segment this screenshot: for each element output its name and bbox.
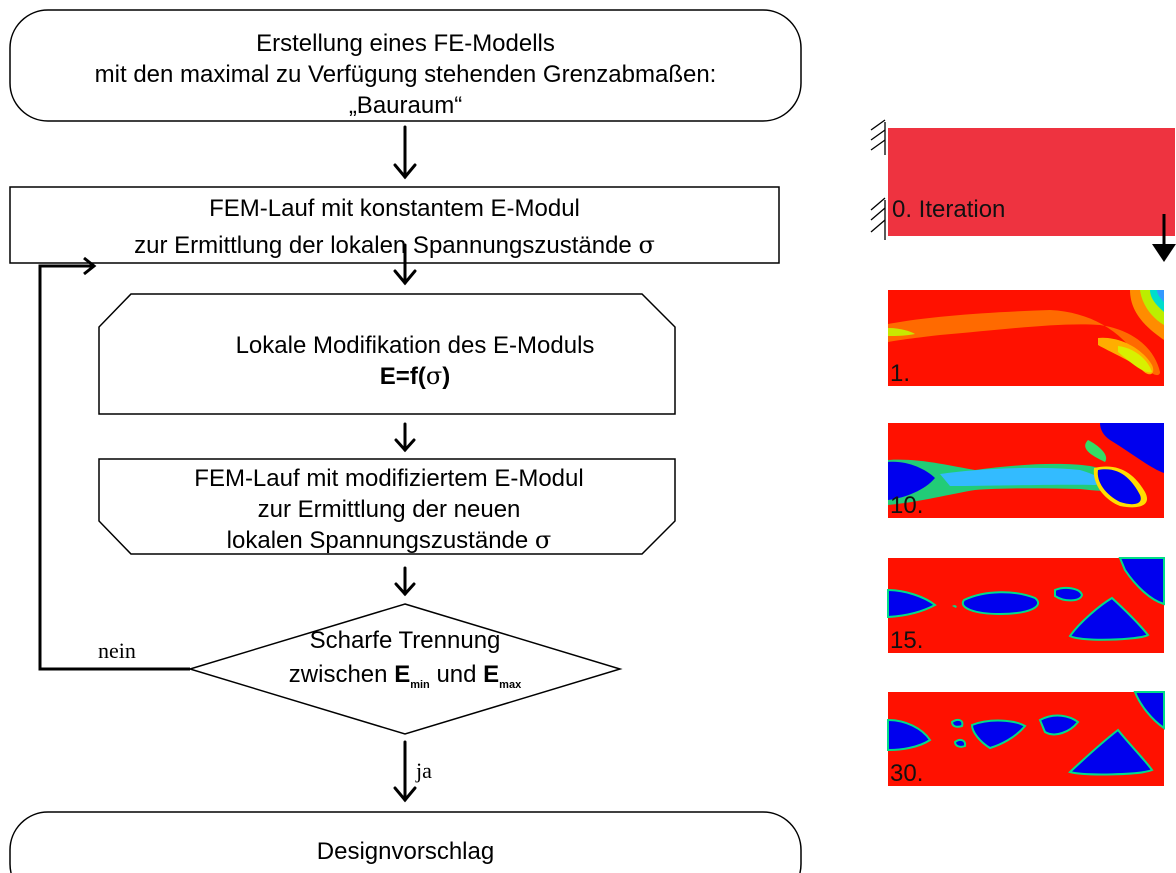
arrow-start-to-step1 bbox=[393, 125, 417, 180]
feedback-loop-arrow bbox=[38, 256, 190, 671]
loop-end-text: FEM-Lauf mit modifiziertem E-Modul zur E… bbox=[99, 463, 679, 556]
arrow-fem-to-decision bbox=[394, 566, 416, 597]
arrow-loop-to-fem bbox=[394, 422, 416, 453]
start-terminal-text: Erstellung eines FE-Modells mit den maxi… bbox=[10, 28, 801, 121]
iteration-30-image bbox=[887, 691, 1165, 786]
loop-end-line-3: lokalen Spannungszustände σ bbox=[226, 526, 552, 554]
iteration-10-label: 10. bbox=[890, 492, 924, 519]
arrow-decision-to-end bbox=[393, 740, 417, 803]
yes-label: ja bbox=[416, 758, 432, 783]
iteration-15-image bbox=[887, 557, 1165, 653]
arrow-step1-to-loop bbox=[393, 243, 417, 286]
step1-line-1: FEM-Lauf mit konstantem E-Modul bbox=[209, 195, 580, 222]
loop-end-box bbox=[98, 458, 676, 555]
design-domain bbox=[888, 128, 1175, 236]
iteration-0-label: 0. Iteration bbox=[892, 196, 1006, 223]
fixed-support-top-icon bbox=[870, 119, 886, 155]
start-line-2: mit den maximal zu Verfügung stehenden G… bbox=[94, 61, 717, 88]
start-terminal bbox=[9, 9, 802, 122]
iteration-1-image bbox=[888, 290, 1164, 386]
load-arrow-icon bbox=[1152, 214, 1176, 262]
iteration-15-label: 15. bbox=[890, 627, 924, 654]
decision-line-2: zwischen Emin und Emax bbox=[288, 661, 522, 691]
loop-start-line-1: Lokale Modifikation des E-Moduls bbox=[235, 332, 595, 359]
loop-start-text: Lokale Modifikation des E-Moduls E=f(σ) bbox=[125, 330, 705, 392]
decision-line-1: Scharfe Trennung bbox=[309, 627, 501, 654]
step1-line-2: zur Ermittlung der lokalen Spannungszust… bbox=[134, 231, 655, 259]
end-terminal bbox=[9, 811, 802, 873]
loop-start-formula: E=f(σ) bbox=[379, 362, 451, 390]
loop-start-box bbox=[98, 293, 676, 415]
no-label: nein bbox=[98, 638, 136, 663]
step1-text: FEM-Lauf mit konstantem E-Modul zur Ermi… bbox=[10, 191, 779, 264]
process-box-fem-constant bbox=[9, 186, 780, 264]
loop-end-line-1: FEM-Lauf mit modifiziertem E-Modul bbox=[194, 465, 584, 492]
fixed-support-bottom-icon bbox=[870, 197, 886, 240]
iteration-initial bbox=[870, 119, 1176, 262]
iteration-1-label: 1. bbox=[890, 360, 911, 387]
iteration-30-label: 30. bbox=[890, 760, 924, 787]
decision-diamond bbox=[187, 603, 623, 735]
end-terminal-text: Designvorschlag bbox=[316, 838, 495, 865]
loop-end-line-2: zur Ermittlung der neuen bbox=[257, 496, 521, 523]
iteration-10-image bbox=[888, 423, 1164, 518]
start-line-1: Erstellung eines FE-Modells bbox=[256, 30, 555, 57]
start-line-3: „Bauraum“ bbox=[348, 92, 463, 119]
decision-text: Scharfe Trennung zwischen Emin und Emax bbox=[200, 624, 610, 702]
